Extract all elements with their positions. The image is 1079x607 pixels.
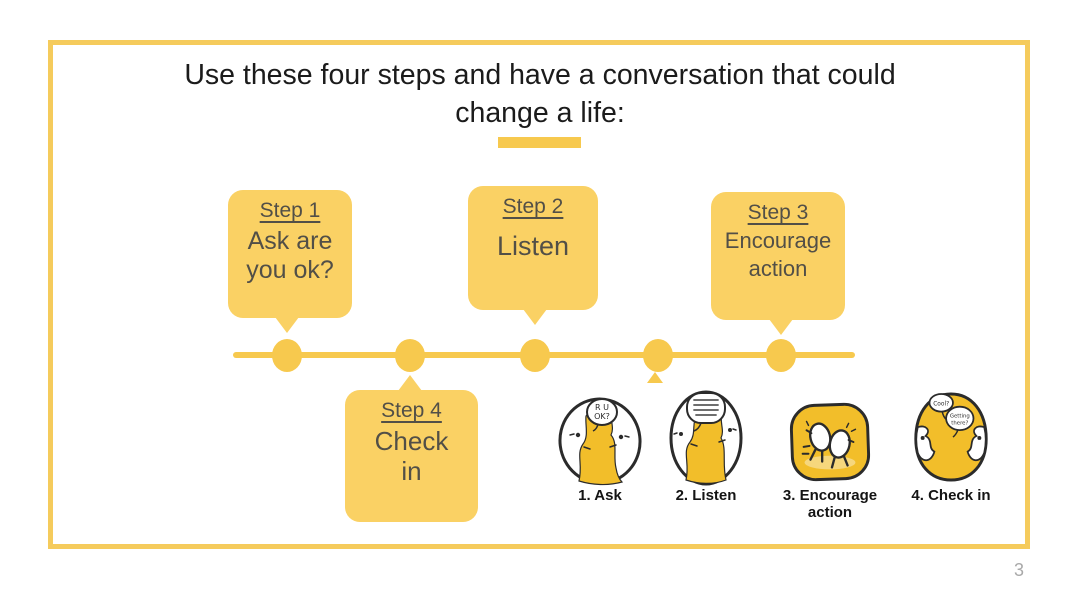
step-4-bubble: Step 4 Check in xyxy=(345,375,478,522)
step-3-text: Encourage action xyxy=(724,228,832,281)
check-in-icon-label: 4. Check in xyxy=(911,487,991,504)
encourage-action-step-figure: 3. Encourage action xyxy=(772,386,888,522)
step-1-text: Ask are you ok? xyxy=(246,227,334,284)
check-in-speech-line3: there? xyxy=(951,420,968,426)
ask-icon: R U OK? xyxy=(556,386,644,486)
step-3-bubble-tail xyxy=(769,319,793,335)
step-3-label: Step 3 xyxy=(747,201,809,224)
step-1-label: Step 1 xyxy=(259,199,321,222)
check-in-speech-line1: Cool? xyxy=(933,402,949,408)
step-4-text: Check in xyxy=(374,426,449,486)
ask-icon-speech-line1: R U xyxy=(595,403,609,412)
step-2-bubble-tail xyxy=(523,309,547,325)
step-1-bubble-tail xyxy=(275,317,299,333)
listen-icon xyxy=(667,386,745,486)
timeline-dot-5 xyxy=(766,339,796,372)
ask-icon-label: 1. Ask xyxy=(578,487,622,504)
timeline-dot-3 xyxy=(520,339,550,372)
slide-title: Use these four steps and have a conversa… xyxy=(184,59,896,129)
encourage-action-icon xyxy=(785,386,875,486)
timeline-dot-4 xyxy=(643,339,673,372)
timeline-arrow-marker xyxy=(647,372,663,383)
timeline-dot-1 xyxy=(272,339,302,372)
check-in-step-figure: Cool? Getting there? 4. Check in xyxy=(898,386,1004,505)
check-in-speech-line2: Getting xyxy=(950,413,970,419)
ask-icon-speech-line2: OK? xyxy=(594,412,610,421)
ask-step-figure: R U OK? 1. Ask xyxy=(552,386,648,505)
step-4-label: Step 4 xyxy=(381,399,442,422)
step-4-bubble-tail xyxy=(398,375,422,391)
step-2-label: Step 2 xyxy=(502,195,564,218)
step-3-bubble: Step 3 Encourage action xyxy=(711,192,845,335)
title-underline-bar xyxy=(498,137,581,148)
step-2-text: Listen xyxy=(496,231,570,261)
encourage-action-icon-label: 3. Encourage action xyxy=(782,487,878,521)
listen-icon-label: 2. Listen xyxy=(675,487,737,504)
step-2-bubble: Step 2 Listen xyxy=(468,186,598,325)
timeline-dot-2 xyxy=(395,339,425,372)
listen-step-figure: 2. Listen xyxy=(656,386,756,505)
check-in-icon: Cool? Getting there? xyxy=(907,386,995,486)
step-1-bubble: Step 1 Ask are you ok? xyxy=(228,190,352,333)
slide-border-frame xyxy=(48,40,1030,549)
page-number: 3 xyxy=(1013,560,1024,580)
